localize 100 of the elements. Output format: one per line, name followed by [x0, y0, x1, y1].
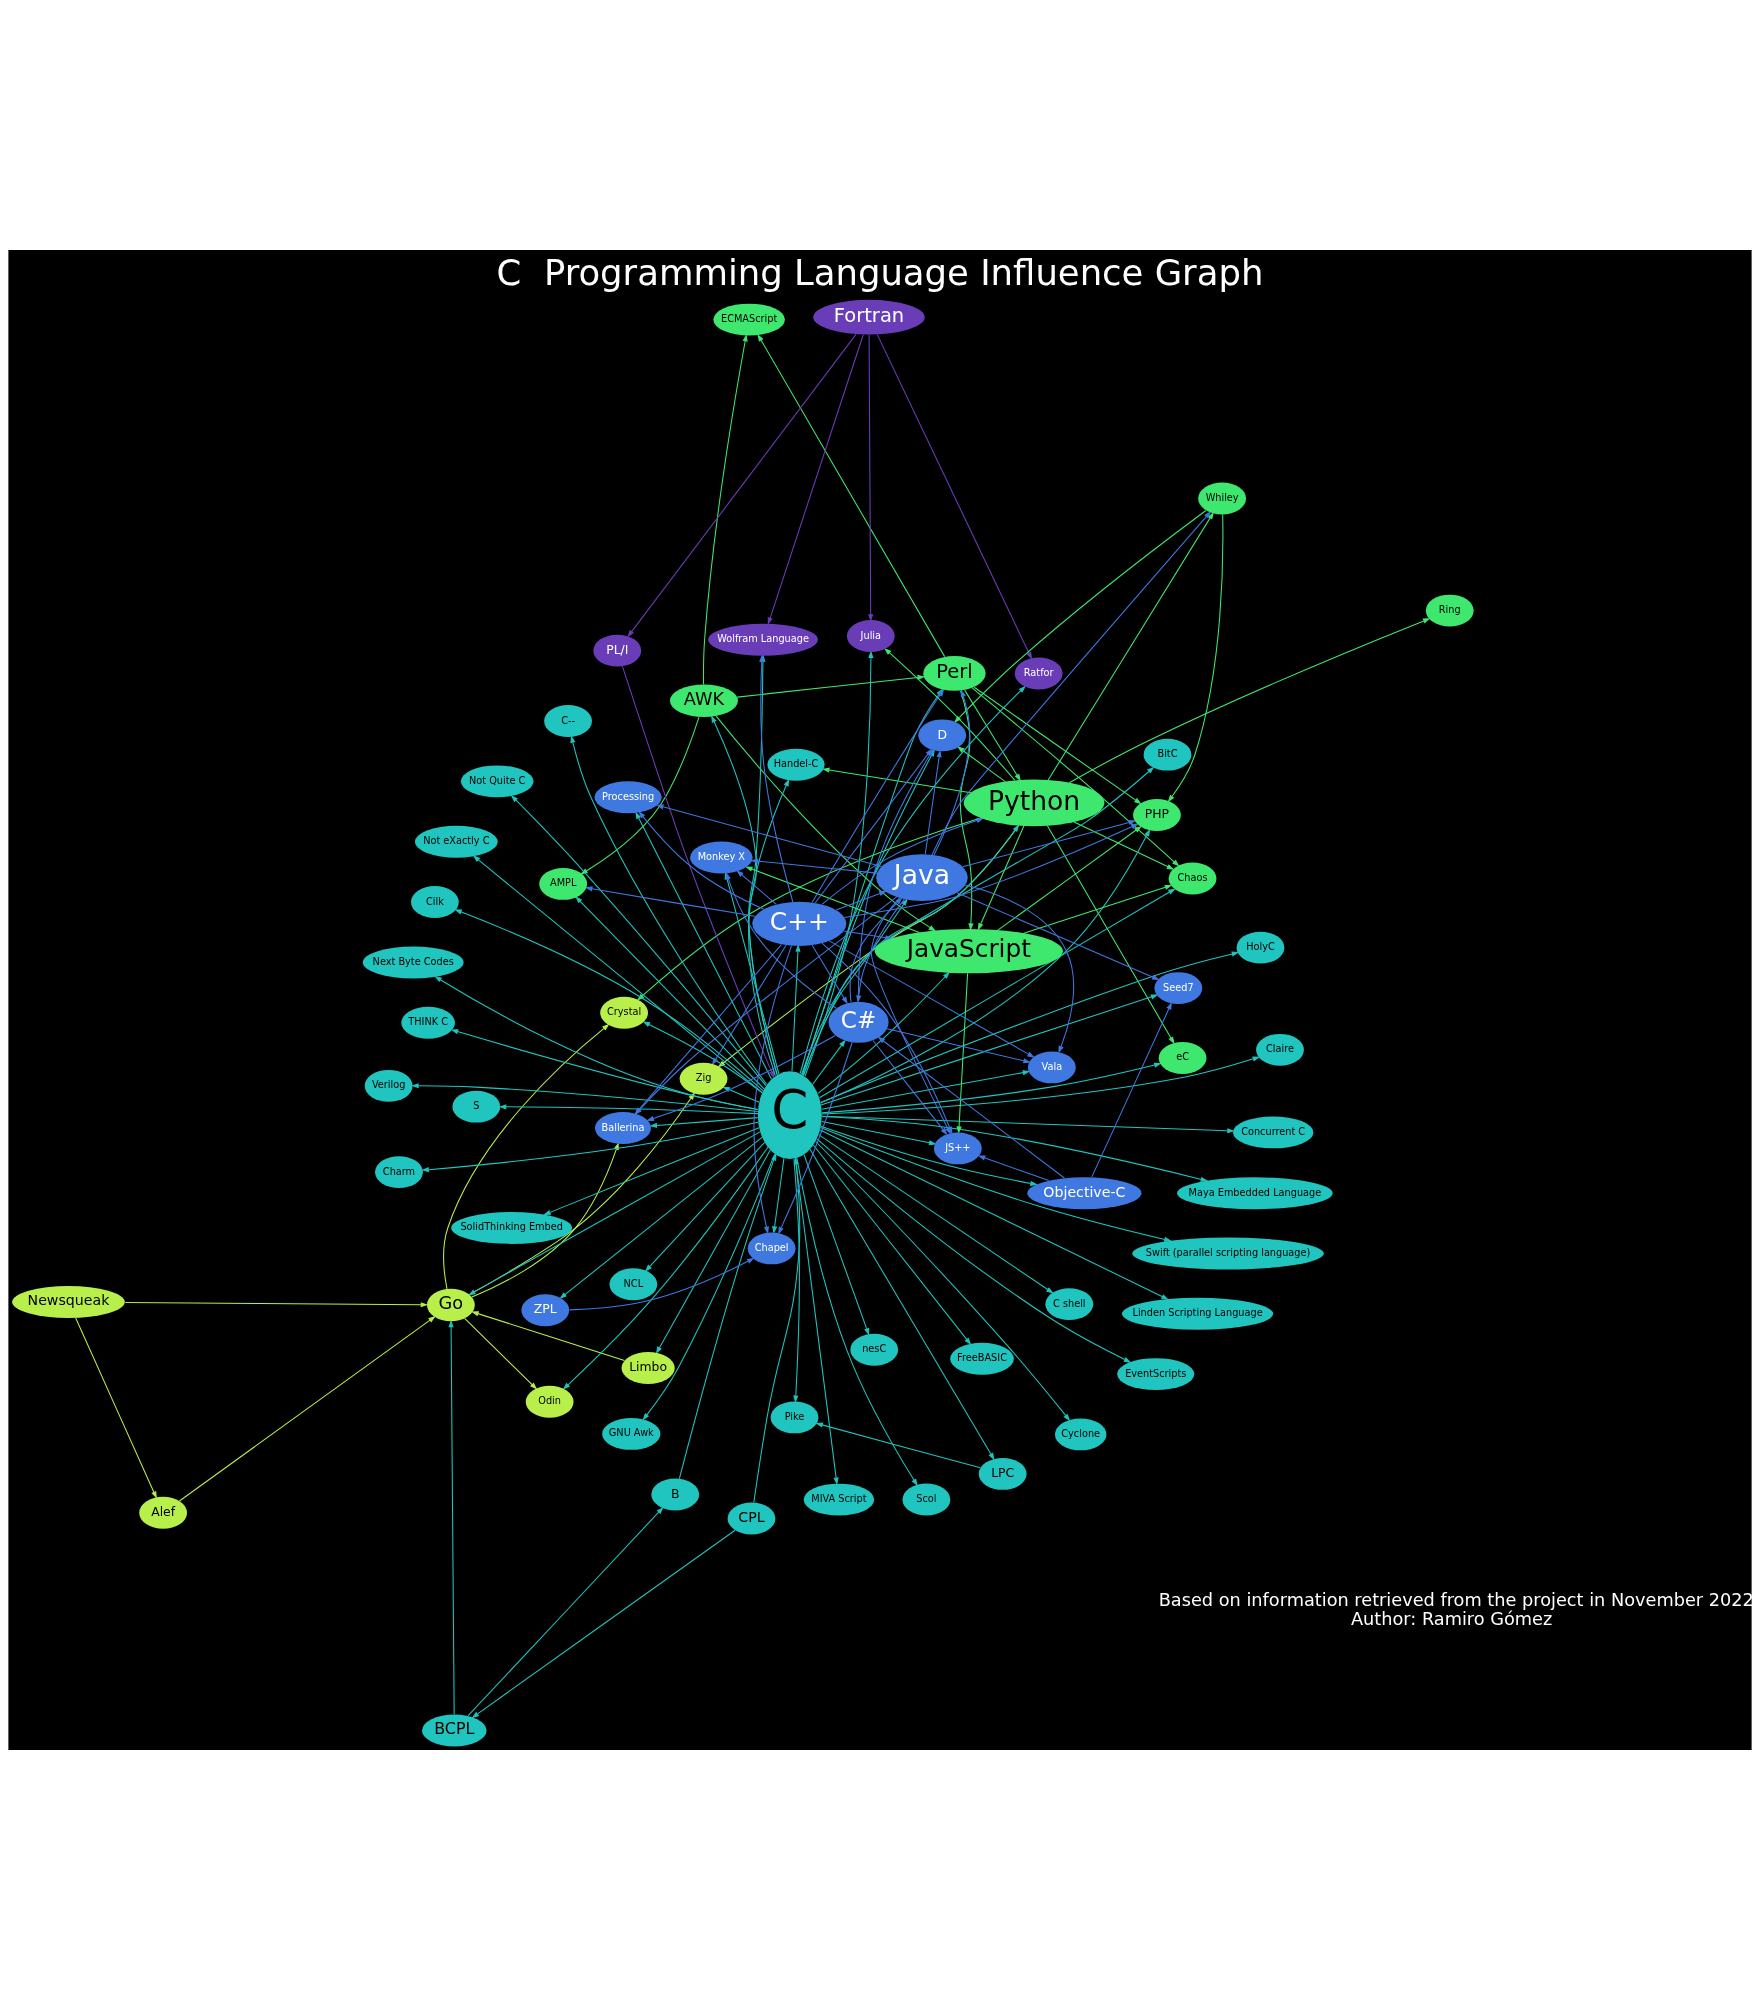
node-ellipse: Whiley	[1198, 482, 1247, 515]
arrow	[498, 1104, 759, 1115]
node-ellipse: B	[651, 1478, 700, 1511]
arrow	[835, 890, 887, 911]
arrow	[812, 1144, 972, 1346]
arrow	[997, 825, 1142, 931]
node-ellipse: Next Byte Codes	[362, 946, 464, 979]
arrow	[821, 1056, 1261, 1115]
arrow	[959, 690, 974, 931]
node-ellipse: Perl	[923, 656, 986, 691]
arrow	[1073, 821, 1175, 870]
node-ellipse: Concurrent C	[1232, 1116, 1314, 1149]
node-ellipse: Not Quite C	[460, 765, 534, 798]
node-ellipse: Newsqueak	[12, 1286, 125, 1318]
arrow	[178, 1315, 436, 1502]
node-ellipse: Seed7	[1154, 972, 1203, 1005]
arrow	[468, 1131, 761, 1296]
arrow	[820, 828, 1151, 1104]
arrow	[812, 1039, 846, 1085]
node-ellipse: Ring	[1425, 594, 1474, 627]
arrow	[815, 1422, 981, 1469]
arrow	[803, 1154, 870, 1336]
arrow	[1023, 884, 1173, 934]
arrow	[977, 825, 1025, 931]
node-ellipse: Not eXactly C	[414, 825, 498, 858]
arrow	[584, 886, 756, 917]
arrow	[821, 1070, 1031, 1110]
node-ellipse: Charm	[375, 1156, 423, 1189]
node-ellipse: MIVA Script	[803, 1483, 875, 1516]
node-ellipse: FreeBASIC	[950, 1342, 1014, 1375]
arrow	[411, 1083, 759, 1113]
caption: Based on information retrieved from the project in November 2022	[1158, 1589, 1754, 1610]
arrow	[819, 1129, 1169, 1300]
arrow	[956, 972, 969, 1134]
node-ellipse: BitC	[1143, 738, 1192, 771]
arrow	[964, 884, 1075, 1054]
arrow	[543, 1127, 760, 1216]
arrow	[876, 334, 1033, 660]
arrow	[722, 1086, 760, 1103]
node-ellipse: CPL	[727, 1502, 776, 1535]
node-ellipse: GNU Awk	[602, 1417, 661, 1450]
arrow	[801, 766, 1155, 1075]
node-ellipse: NCL	[609, 1268, 658, 1301]
node-ellipse: Wolfram Language	[708, 623, 818, 656]
node-ellipse: S	[452, 1090, 501, 1123]
arrow	[796, 1157, 918, 1487]
arrow	[802, 824, 1020, 1076]
arrow	[820, 994, 1159, 1106]
arrow	[791, 944, 801, 1072]
arrow	[818, 1134, 1054, 1294]
arrow	[642, 1021, 763, 1094]
node-ellipse: Python	[963, 779, 1105, 827]
arrow	[627, 333, 857, 638]
arrow	[646, 1035, 836, 1121]
arrow	[954, 509, 1207, 723]
node-ellipse: Fortran	[813, 299, 925, 335]
arrow	[817, 971, 950, 1094]
arrow	[448, 1319, 455, 1715]
node-ellipse: LPC	[978, 1457, 1027, 1490]
node-ellipse: eC	[1158, 1042, 1207, 1074]
arrow	[745, 866, 920, 933]
arrow	[464, 1317, 538, 1390]
arrow	[510, 795, 767, 1087]
arrow	[562, 1146, 769, 1390]
arrow	[822, 767, 972, 794]
arrow	[570, 735, 768, 1085]
arrow	[655, 1149, 771, 1355]
arrow	[568, 1257, 755, 1311]
arrow	[821, 1120, 937, 1146]
arrow	[656, 804, 882, 868]
node-ellipse: Cyclone	[1054, 1418, 1107, 1451]
arrow	[843, 930, 893, 941]
arrow	[872, 1040, 948, 1136]
arrow	[421, 1121, 759, 1173]
arrow	[454, 909, 764, 1092]
arrow	[1047, 511, 1214, 781]
arrow	[638, 811, 765, 910]
node-ellipse: Cilk	[410, 886, 459, 919]
arrow	[962, 819, 1137, 868]
node-ellipse: AWK	[669, 684, 738, 717]
arrow	[884, 647, 1016, 781]
node-ellipse: Linden Scripting Language	[1121, 1297, 1274, 1330]
arrow	[450, 1029, 759, 1110]
node-ellipse: nesC	[850, 1333, 899, 1366]
arrow	[886, 1028, 1031, 1064]
arrow	[977, 1155, 1050, 1182]
node-ellipse: HolyC	[1236, 931, 1285, 964]
arrow	[575, 896, 765, 1090]
arrow	[772, 1157, 785, 1234]
arrow	[649, 1117, 759, 1129]
node-ellipse: Odin	[525, 1385, 574, 1418]
arrow	[750, 858, 878, 874]
node-ellipse: C--	[544, 705, 592, 737]
node-ellipse: C++	[752, 901, 847, 946]
arrow	[471, 1311, 625, 1361]
arrow	[1167, 514, 1224, 803]
node-ellipse: JavaScript	[874, 929, 1063, 974]
node-ellipse: ECMAScript	[713, 303, 785, 336]
arrow	[75, 1317, 157, 1499]
arrow	[818, 888, 1176, 1099]
